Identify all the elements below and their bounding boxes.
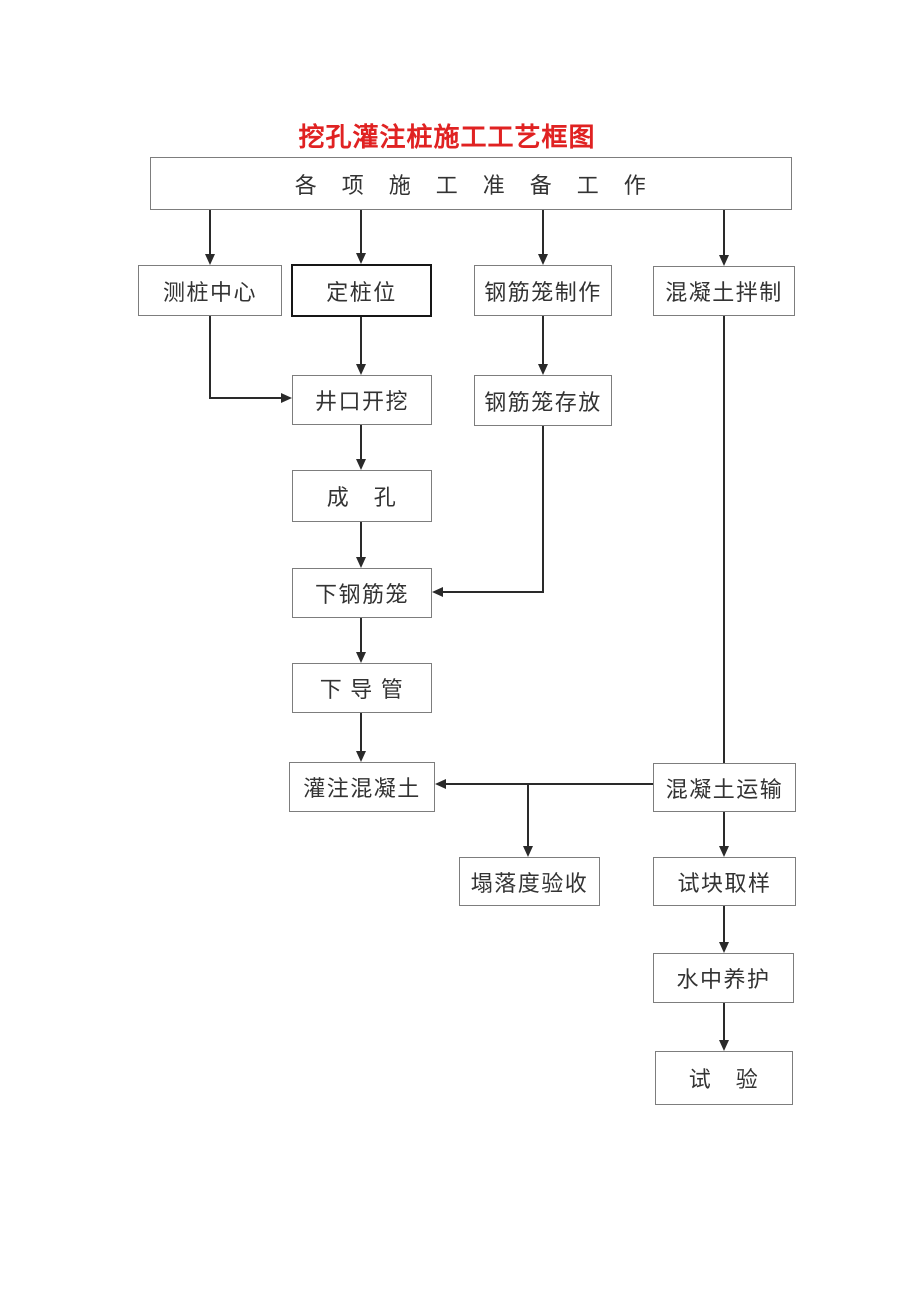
- arrow-prep-to-measure-line: [209, 210, 211, 254]
- node-test-block-sampling: 试块取样: [653, 857, 796, 906]
- node-lower-tremie-pipe: 下 导 管: [292, 663, 432, 713]
- arrow-hole-to-lowercage-line: [360, 522, 362, 557]
- arrow-hole-to-lowercage-head: [356, 557, 366, 568]
- arrow-curing-to-test-line: [723, 1003, 725, 1040]
- arrow-cagefab-to-storage-head: [538, 364, 548, 375]
- arrow-prep-to-fixposition-line: [360, 210, 362, 253]
- arrow-line-to-slump-line: [527, 784, 529, 846]
- node-preparation: 各 项 施 工 准 备 工 作: [150, 157, 792, 210]
- arrow-lowercage-to-tremie-head: [356, 652, 366, 663]
- connector-storage-to-lowercage-head: [432, 587, 443, 597]
- connector-measure-to-wellhead-h: [209, 397, 281, 399]
- arrow-lowercage-to-tremie-line: [360, 618, 362, 652]
- node-concrete-transport: 混凝土运输: [653, 763, 796, 812]
- arrow-prep-to-fixposition-head: [356, 253, 366, 264]
- node-wellhead-excavation: 井口开挖: [292, 375, 432, 425]
- connector-measure-to-wellhead-head: [281, 393, 292, 403]
- line-mixing-to-transport: [723, 316, 725, 763]
- node-fix-pile-position: 定桩位: [291, 264, 432, 317]
- node-measure-pile-center: 测桩中心: [138, 265, 282, 316]
- arrow-transport-to-sampling-head: [719, 846, 729, 857]
- arrow-prep-to-mixing-head: [719, 255, 729, 266]
- connector-measure-to-wellhead-v: [209, 316, 211, 399]
- page-title: 挖孔灌注桩施工工艺框图: [298, 123, 596, 152]
- arrow-tremie-to-pour-line: [360, 713, 362, 751]
- arrow-sampling-to-curing-head: [719, 942, 729, 953]
- arrow-tremie-to-pour-head: [356, 751, 366, 762]
- arrow-sampling-to-curing-line: [723, 906, 725, 942]
- node-pour-concrete: 灌注混凝土: [289, 762, 435, 812]
- arrow-prep-to-mixing-line: [723, 210, 725, 255]
- node-concrete-mixing: 混凝土拌制: [653, 266, 795, 316]
- connector-storage-to-lowercage-h: [443, 591, 543, 593]
- node-test: 试 验: [655, 1051, 793, 1105]
- arrow-cagefab-to-storage-line: [542, 316, 544, 364]
- node-water-curing: 水中养护: [653, 953, 794, 1003]
- node-hole-forming: 成 孔: [292, 470, 432, 522]
- arrow-fixposition-to-wellhead-line: [360, 317, 362, 364]
- arrow-prep-to-cagefab-head: [538, 254, 548, 265]
- arrow-fixposition-to-wellhead-head: [356, 364, 366, 375]
- node-lower-rebar-cage: 下钢筋笼: [292, 568, 432, 618]
- connector-storage-to-lowercage-v: [542, 426, 544, 593]
- connector-transport-to-pour-h: [446, 783, 653, 785]
- arrow-line-to-slump-head: [523, 846, 533, 857]
- arrow-curing-to-test-head: [719, 1040, 729, 1051]
- arrow-transport-to-sampling-line: [723, 812, 725, 846]
- node-slump-acceptance: 塌落度验收: [459, 857, 600, 906]
- node-rebar-cage-storage: 钢筋笼存放: [474, 375, 612, 426]
- arrow-prep-to-measure-head: [205, 254, 215, 265]
- arrow-wellhead-to-hole-line: [360, 425, 362, 459]
- arrow-prep-to-cagefab-line: [542, 210, 544, 254]
- arrow-wellhead-to-hole-head: [356, 459, 366, 470]
- node-rebar-cage-fabrication: 钢筋笼制作: [474, 265, 612, 316]
- connector-transport-to-pour-head: [435, 779, 446, 789]
